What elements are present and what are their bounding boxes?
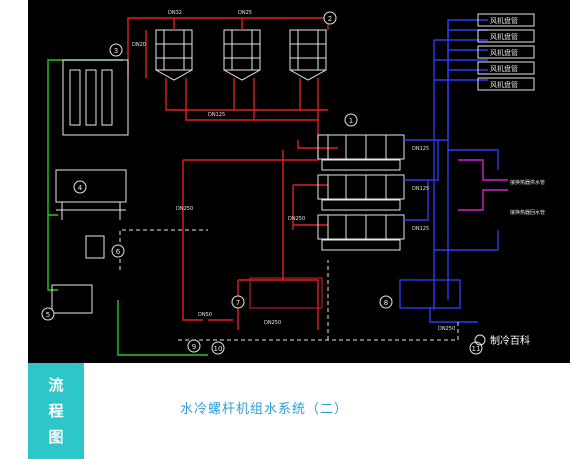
fan-coil-label-2: 风机盘管 xyxy=(490,32,518,41)
marker-num-9: 9 xyxy=(192,343,196,351)
pipe-label-dn125-low: DN125 xyxy=(412,226,429,232)
watermark-text: 制冷百科 xyxy=(490,334,530,347)
pipe-label-dn250-bottom: DN250 xyxy=(264,320,281,326)
figure-caption: 水冷螺杆机组水系统（二） xyxy=(180,402,349,417)
return-label: 接换热器回水管 xyxy=(510,209,545,216)
marker-4 xyxy=(73,180,87,194)
watermark: 制冷百科 xyxy=(474,334,530,347)
fan-coil-3 xyxy=(477,45,535,59)
pipe-label-dn32: DN32 xyxy=(168,10,182,16)
marker-num-7: 7 xyxy=(236,299,240,307)
marker-9 xyxy=(187,339,201,353)
pipe-label-dn250-mid: DN250 xyxy=(288,216,305,222)
pipe-label-dn125-mid: DN125 xyxy=(412,186,429,192)
chilled-water-pipes xyxy=(399,19,499,323)
drain-lines xyxy=(119,229,459,341)
fan-coil-5 xyxy=(477,77,535,91)
marker-3 xyxy=(109,43,123,57)
chiller-unit-2 xyxy=(317,174,405,200)
marker-num-8: 8 xyxy=(384,299,388,307)
fan-coil-label-3: 风机盘管 xyxy=(490,48,518,57)
marker-num-4: 4 xyxy=(78,184,83,192)
marker-num-5: 5 xyxy=(46,311,50,319)
expansion-tank xyxy=(55,169,127,203)
pipe-label-dn250-right: DN250 xyxy=(438,326,455,332)
fan-coil-1 xyxy=(477,13,535,27)
chiller-units xyxy=(317,134,405,251)
marker-numbers: 1 2 3 4 5 6 7 8 9 10 11 xyxy=(46,15,481,353)
marker-num-2: 2 xyxy=(328,15,332,23)
fan-coil-label-5: 风机盘管 xyxy=(490,80,518,89)
inlet-label: 接换热器供水管 xyxy=(510,179,545,186)
make-up-pump-skid xyxy=(51,284,93,314)
pipe-label-dn125-right: DN125 xyxy=(412,146,429,152)
water-softener xyxy=(62,59,129,136)
heat-exchanger-pipes xyxy=(458,159,508,211)
marker-num-3: 3 xyxy=(114,47,118,55)
fan-coil-units xyxy=(477,13,535,91)
fan-coil-label-1: 风机盘管 xyxy=(490,16,518,25)
marker-2 xyxy=(323,11,337,25)
water-system-schematic: 风机盘管 风机盘管 风机盘管 风机盘管 风机盘管 接换热器供水管 接换热器回水管 xyxy=(41,10,545,356)
pipe-label-dn20: DN20 xyxy=(132,42,146,48)
fan-coil-2 xyxy=(477,29,535,43)
marker-10 xyxy=(211,341,225,355)
equipment-markers xyxy=(41,11,483,355)
cooling-tower-3 xyxy=(289,29,327,71)
pipe-size-labels: DN32 DN25 DN20 DN125 DN125 DN125 DN125 D… xyxy=(132,10,455,332)
pipe-label-dn125-top: DN125 xyxy=(208,112,225,118)
fan-coil-4 xyxy=(477,61,535,75)
cooling-tower-2 xyxy=(223,29,261,71)
chiller-unit-1 xyxy=(317,134,405,160)
left-equipment xyxy=(51,59,129,314)
pipe-label-dn25-top: DN25 xyxy=(238,10,252,16)
marker-num-10: 10 xyxy=(214,345,223,353)
control-panel xyxy=(85,235,105,259)
cooling-tower-group xyxy=(155,29,327,81)
pipe-label-dn50: DN50 xyxy=(198,312,212,318)
cooling-pump-skid xyxy=(249,277,323,309)
pipe-label-dn250-left: DN250 xyxy=(176,206,193,212)
fan-coil-labels: 风机盘管 风机盘管 风机盘管 风机盘管 风机盘管 xyxy=(490,16,518,89)
tag-char-2: 程 xyxy=(48,402,64,420)
tag-char-1: 流 xyxy=(48,376,64,394)
wechat-icon xyxy=(474,334,486,346)
schematic-panel: 风机盘管 风机盘管 风机盘管 风机盘管 风机盘管 接换热器供水管 接换热器回水管 xyxy=(28,0,570,363)
tag-char-3: 图 xyxy=(48,428,64,446)
cooling-tower-1 xyxy=(155,29,193,71)
fan-coil-label-4: 风机盘管 xyxy=(490,64,518,73)
pump-skids xyxy=(249,277,323,309)
tower-supply-pipes xyxy=(127,17,338,330)
marker-num-6: 6 xyxy=(116,248,121,256)
marker-5 xyxy=(41,307,55,321)
marker-7 xyxy=(231,295,245,309)
marker-num-1: 1 xyxy=(349,117,353,125)
flowchart-tag: 流 程 图 xyxy=(28,363,84,459)
marker-num-11: 11 xyxy=(472,345,481,353)
marker-6 xyxy=(111,244,125,258)
marker-8 xyxy=(379,295,393,309)
marker-1 xyxy=(344,113,358,127)
chiller-unit-3 xyxy=(317,214,405,240)
